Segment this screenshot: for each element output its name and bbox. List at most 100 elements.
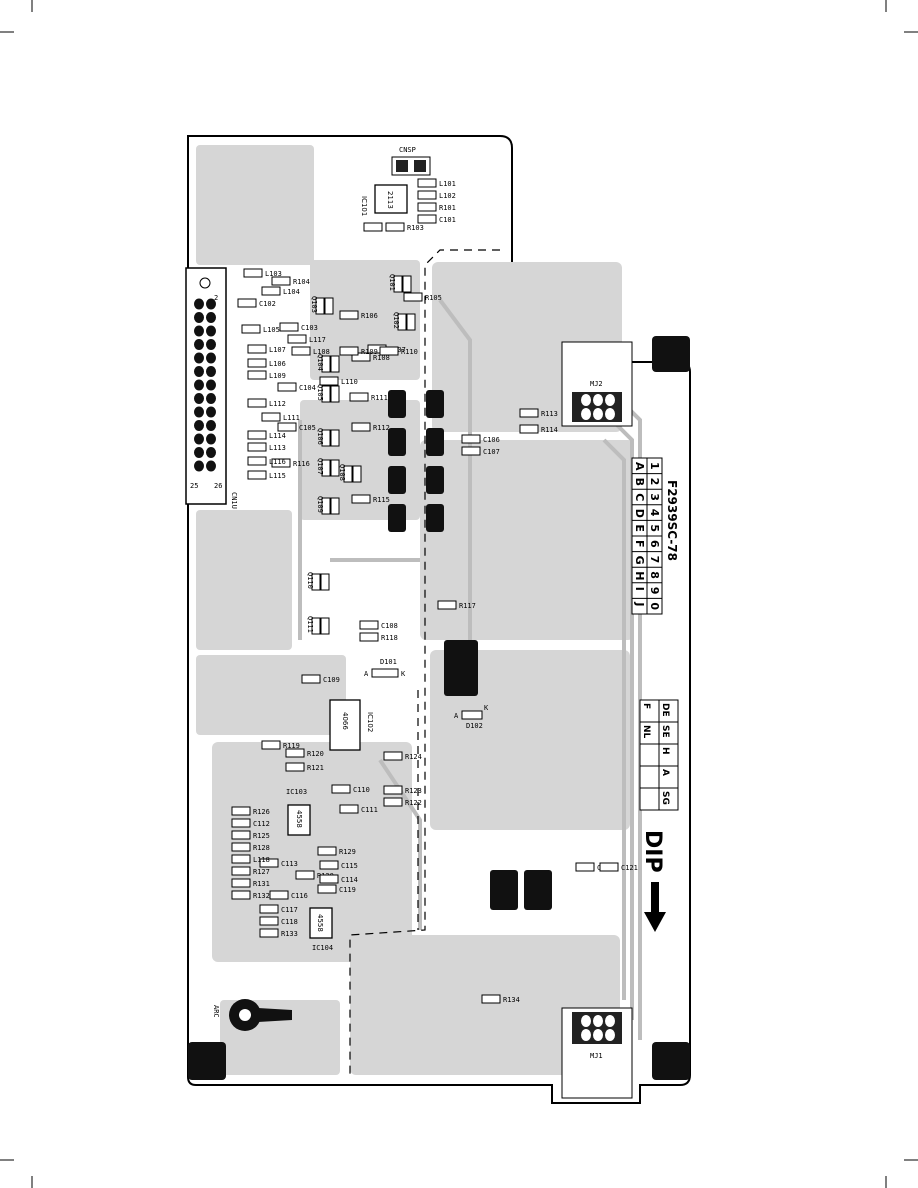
component-l108: L108	[291, 346, 330, 356]
cn1u-pin-pad	[206, 393, 216, 404]
region-code: A	[660, 769, 670, 776]
code-letter: A	[633, 462, 646, 471]
component-c118: C118	[259, 916, 298, 926]
cn1u-pin-pad	[206, 312, 216, 323]
component-l110: L110	[319, 376, 358, 386]
arc-label: ARC	[212, 1005, 220, 1018]
mj1-jack: MJ1	[561, 1007, 633, 1099]
component-c117: C117	[259, 904, 298, 914]
svg-text:R119: R119	[283, 742, 300, 750]
code-digit: 9	[648, 587, 661, 595]
component-c107: C107	[461, 446, 500, 456]
svg-text:R105: R105	[425, 294, 442, 302]
component-r129: R129	[317, 846, 356, 856]
code-digit: 8	[648, 571, 661, 579]
svg-text:L105: L105	[263, 326, 280, 334]
svg-text:R109: R109	[361, 348, 378, 356]
svg-text:Q104: Q104	[316, 354, 324, 371]
svg-text:K: K	[484, 704, 489, 712]
svg-text:C113: C113	[281, 860, 298, 868]
svg-text:C107: C107	[483, 448, 500, 456]
cn1u-pin-pad	[194, 352, 204, 364]
svg-text:R114: R114	[541, 426, 558, 434]
component-r110: R110	[379, 346, 418, 356]
svg-text:R126: R126	[253, 808, 270, 816]
code-digit: 2	[648, 478, 661, 486]
code-letter: C	[633, 493, 646, 501]
svg-text:R129: R129	[339, 848, 356, 856]
svg-text:C101: C101	[439, 216, 456, 224]
svg-text:R111: R111	[371, 394, 388, 402]
component-q101: Q101	[388, 274, 412, 293]
component-r103: R103	[385, 222, 424, 232]
component-r120: R120	[285, 748, 324, 758]
dashed-lines	[349, 249, 500, 1075]
code-digit: 5	[648, 524, 661, 532]
component-r104: R104	[271, 276, 310, 286]
component-q104: Q104	[316, 354, 340, 373]
cn1u-pin-pad	[206, 460, 216, 472]
svg-text:Q111: Q111	[306, 616, 314, 633]
component-q109: Q109	[316, 496, 340, 515]
cn1u-pin-pad	[206, 379, 216, 391]
component-l115: L115	[247, 470, 286, 480]
cn1u-pin-pad	[194, 447, 204, 458]
component-c113: C113	[259, 858, 298, 868]
component-c110: C110	[331, 784, 370, 794]
svg-text:R134: R134	[503, 996, 520, 1004]
component-r116: R116	[271, 458, 310, 468]
component-l111: L111	[261, 412, 300, 422]
svg-text:C102: C102	[259, 300, 276, 308]
cn1u-pin-pad	[206, 298, 216, 310]
svg-text:Q102: Q102	[392, 312, 400, 329]
svg-text:L118: L118	[253, 856, 270, 864]
svg-text:C106: C106	[483, 436, 500, 444]
component-l107: L107	[247, 344, 286, 354]
component-r112: R112	[351, 422, 390, 432]
dip-label: DIP	[640, 830, 665, 873]
code-digit: 7	[648, 556, 661, 564]
component-r121: R121	[285, 762, 324, 772]
cn1u-pin-25: 25	[190, 482, 198, 490]
svg-text:C111: C111	[361, 806, 378, 814]
component-l105: L105	[241, 324, 280, 334]
component-r117: R117	[437, 600, 476, 610]
svg-text:R118: R118	[381, 634, 398, 642]
component-q107: Q107	[316, 458, 340, 477]
svg-text:R121: R121	[307, 764, 324, 772]
svg-text:Q107: Q107	[316, 458, 324, 475]
cn1u-pin-pad	[194, 298, 204, 310]
svg-text:R131: R131	[253, 880, 270, 888]
component-r119: R119	[261, 740, 300, 750]
component-l117: L117	[287, 334, 326, 344]
component-r105: R105	[403, 292, 442, 302]
cn1u-pin-pad	[206, 352, 216, 364]
component-r131: R131	[231, 878, 270, 888]
ic101-label: IC101	[360, 196, 368, 216]
svg-text:C121: C121	[621, 864, 638, 872]
svg-text:R112: R112	[373, 424, 390, 432]
svg-text:Q109: Q109	[316, 496, 324, 513]
mj2-label: MJ2	[590, 380, 603, 388]
dip-arrow: DIP	[640, 830, 666, 932]
svg-text:Q103: Q103	[310, 296, 318, 313]
svg-text:R120: R120	[307, 750, 324, 758]
code-letter: E	[633, 524, 646, 532]
code-letter: F	[633, 540, 646, 548]
part-number: F2939SC-78	[665, 480, 679, 561]
ic-bodies	[287, 184, 408, 939]
component-c112: C112	[231, 818, 270, 828]
svg-text:A: A	[364, 670, 369, 678]
svg-text:R132: R132	[253, 892, 270, 900]
pad-pairs	[388, 390, 552, 910]
svg-text:R125: R125	[253, 832, 270, 840]
ic103-part: 4558	[295, 810, 303, 828]
svg-text:R113: R113	[541, 410, 558, 418]
cn1u-pin-2: 2	[214, 294, 218, 302]
ic103-label: IC103	[286, 788, 307, 796]
mj1-label: MJ1	[590, 1052, 603, 1060]
cn1u-connector: 2 25 26 CN1U	[185, 267, 238, 509]
component-r123: R123	[383, 785, 422, 795]
component-c108: C108	[359, 620, 398, 630]
